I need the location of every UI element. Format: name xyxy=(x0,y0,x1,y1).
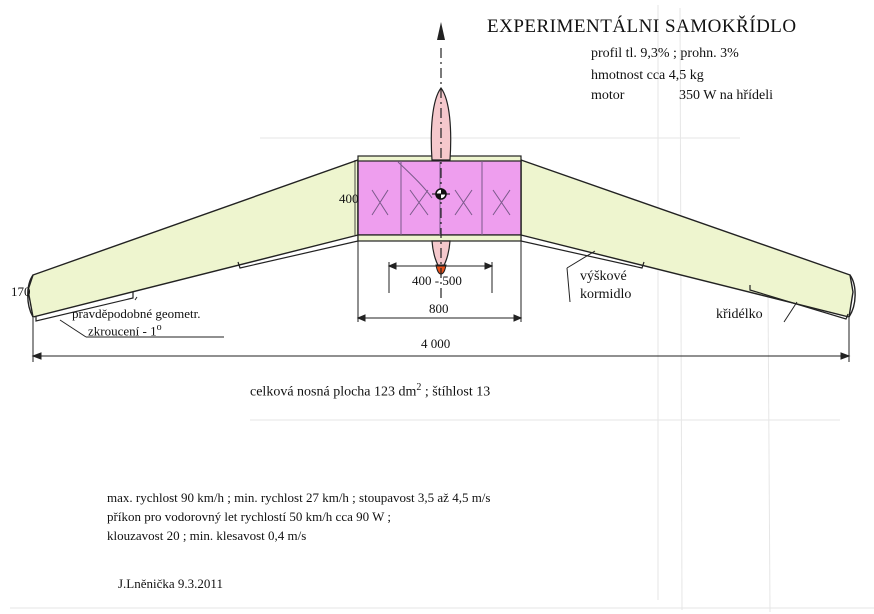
left-aileron xyxy=(35,292,134,322)
right-tip xyxy=(848,274,856,318)
drawing-title: EXPERIMENTÁLNI SAMOKŘÍDLO xyxy=(487,16,797,37)
rib-bays xyxy=(371,161,511,235)
area-suffix: ; štíhlost 13 xyxy=(421,384,491,400)
elevator-label-1: výškové xyxy=(580,269,627,284)
span-label: 4 000 xyxy=(421,336,451,351)
elevator-label-2: kormidlo xyxy=(580,287,632,302)
twist-text: zkroucení - 1 xyxy=(88,323,157,339)
perf-line-2: příkon pro vodorovný let rychlostí 50 km… xyxy=(107,509,392,524)
left-tip xyxy=(27,274,34,318)
right-wing xyxy=(520,159,854,318)
leader-lines xyxy=(59,250,798,338)
center-trailing-strip xyxy=(357,234,522,242)
area-sup: 2 xyxy=(416,382,422,393)
perf-line-1: max. rychlost 90 km/h ; min. rychlost 27… xyxy=(107,490,491,505)
direction-arrow xyxy=(437,22,445,40)
spec-motor-label: motor xyxy=(591,88,625,103)
spec-motor-value: 350 W na hřídeli xyxy=(679,88,773,103)
twist-label-2: zkroucení - 1o xyxy=(88,322,162,339)
spec-mass: hmotnost cca 4,5 kg xyxy=(591,68,704,83)
cg-marker xyxy=(432,188,450,200)
tip-chord-label: 170 xyxy=(11,284,31,299)
sketch-guides xyxy=(10,5,874,613)
left-wing xyxy=(27,159,359,318)
aileron-label: křidélko xyxy=(716,307,763,322)
twist-degree: o xyxy=(156,322,162,333)
spec-profile: profil tl. 9,3% ; prohn. 3% xyxy=(591,46,739,61)
twist-label-1: pravděpodobné geometr. xyxy=(72,306,201,321)
root-chord-label: 400 xyxy=(339,191,359,206)
prop-range-label: 400 - 500 xyxy=(412,273,462,288)
area-text: celková nosná plocha 123 dm xyxy=(250,384,417,400)
center-width-label: 800 xyxy=(429,301,449,316)
perf-line-3: klouzavost 20 ; min. klesavost 0,4 m/s xyxy=(107,528,307,543)
area-line: celková nosná plocha 123 dm2 ; štíhlost … xyxy=(250,382,490,401)
signature: J.Lněnička 9.3.2011 xyxy=(118,576,223,591)
dim-span xyxy=(31,318,851,362)
dim-center-width xyxy=(356,241,523,322)
right-aileron xyxy=(749,285,849,320)
dim-prop-range xyxy=(387,262,494,293)
